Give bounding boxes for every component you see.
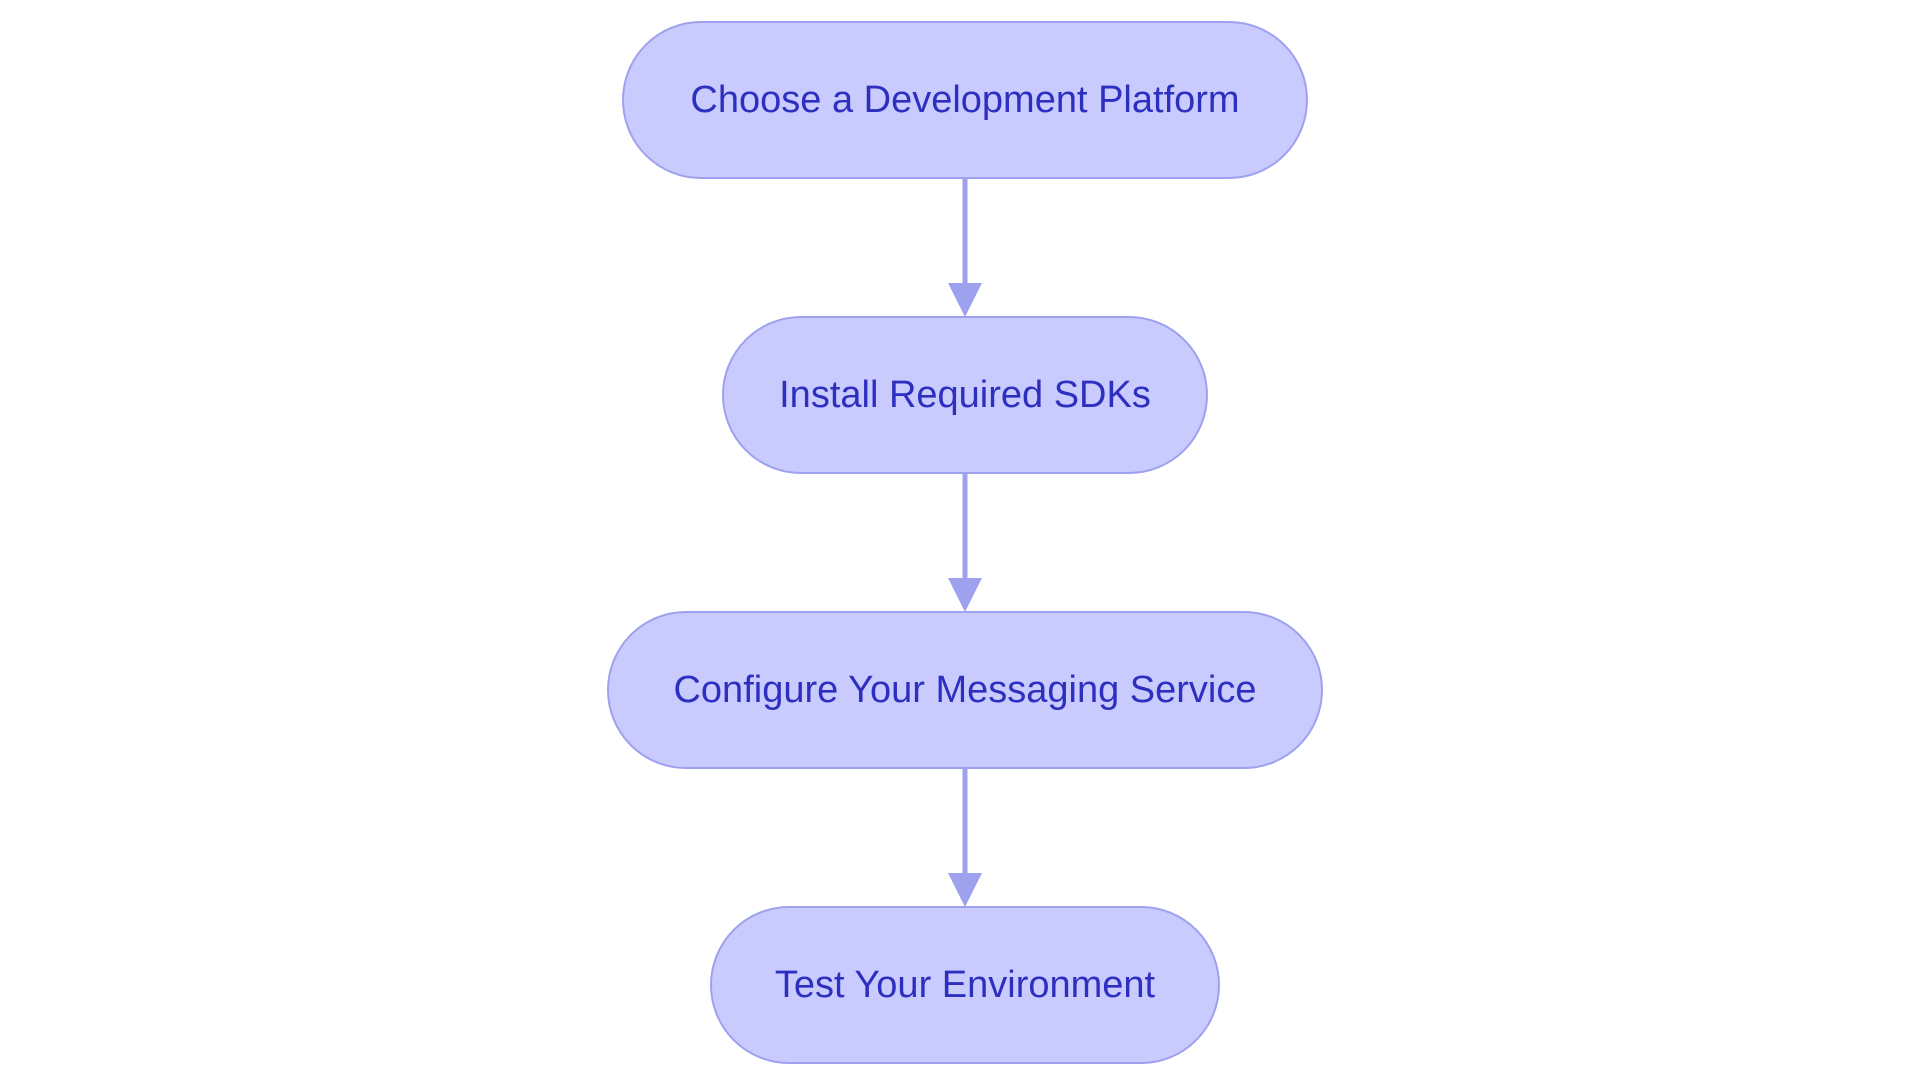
flow-node-3: Configure Your Messaging Service	[607, 611, 1323, 769]
flow-node-label: Choose a Development Platform	[690, 79, 1239, 121]
edges-layer	[948, 178, 982, 907]
flow-node-label: Install Required SDKs	[779, 374, 1151, 416]
arrow-head-icon	[948, 873, 982, 907]
flow-node-shape	[722, 316, 1208, 474]
flow-arrow-1	[948, 178, 982, 317]
flow-node-1: Choose a Development Platform	[622, 21, 1308, 179]
flow-node-shape	[607, 611, 1323, 769]
arrow-head-icon	[948, 283, 982, 317]
flow-node-shape	[622, 21, 1308, 179]
flow-arrow-3	[948, 768, 982, 907]
flow-node-label: Configure Your Messaging Service	[673, 669, 1256, 711]
flow-node-label: Test Your Environment	[775, 964, 1156, 1006]
flow-node-2: Install Required SDKs	[722, 316, 1208, 474]
flow-node-shape	[710, 906, 1220, 1064]
flow-node-4: Test Your Environment	[710, 906, 1220, 1064]
flow-arrow-2	[948, 473, 982, 612]
arrow-head-icon	[948, 578, 982, 612]
